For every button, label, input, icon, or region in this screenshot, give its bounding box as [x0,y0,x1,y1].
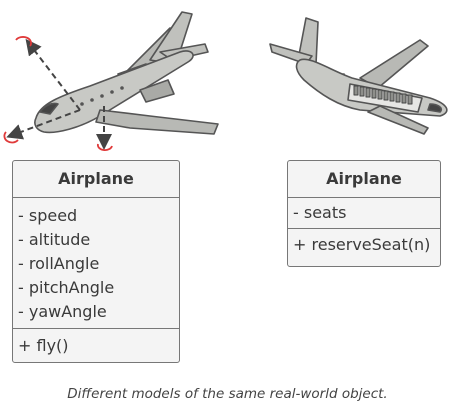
attribute-item: - altitude [18,230,91,249]
method-item: + reserveSeat(n) [293,235,431,254]
attribute-item: - seats [293,203,347,222]
uml-class-box-right: Airplane - seats + reserveSeat(n) [287,160,441,267]
method-item: + fly() [18,336,69,355]
attributes-section: - speed - altitude - rollAngle - pitchAn… [13,198,179,329]
attribute-item: - speed [18,206,78,225]
attribute-item: - yawAngle [18,302,107,321]
attribute-item: - pitchAngle [18,278,115,297]
methods-section: + fly() [13,329,179,358]
attribute-item: - rollAngle [18,254,100,273]
class-name: Airplane [288,161,440,198]
attributes-section: - seats [288,198,440,229]
class-name: Airplane [13,161,179,198]
airplane-icon [34,11,219,135]
airplane-cutaway-icon [269,17,448,135]
uml-class-box-left: Airplane - speed - altitude - rollAngle … [12,160,180,363]
rotation-arrow-icon [3,36,113,151]
axis-arrow-icon [6,38,112,150]
methods-section: + reserveSeat(n) [288,229,440,257]
figure-caption: Different models of the same real-world … [67,386,388,402]
